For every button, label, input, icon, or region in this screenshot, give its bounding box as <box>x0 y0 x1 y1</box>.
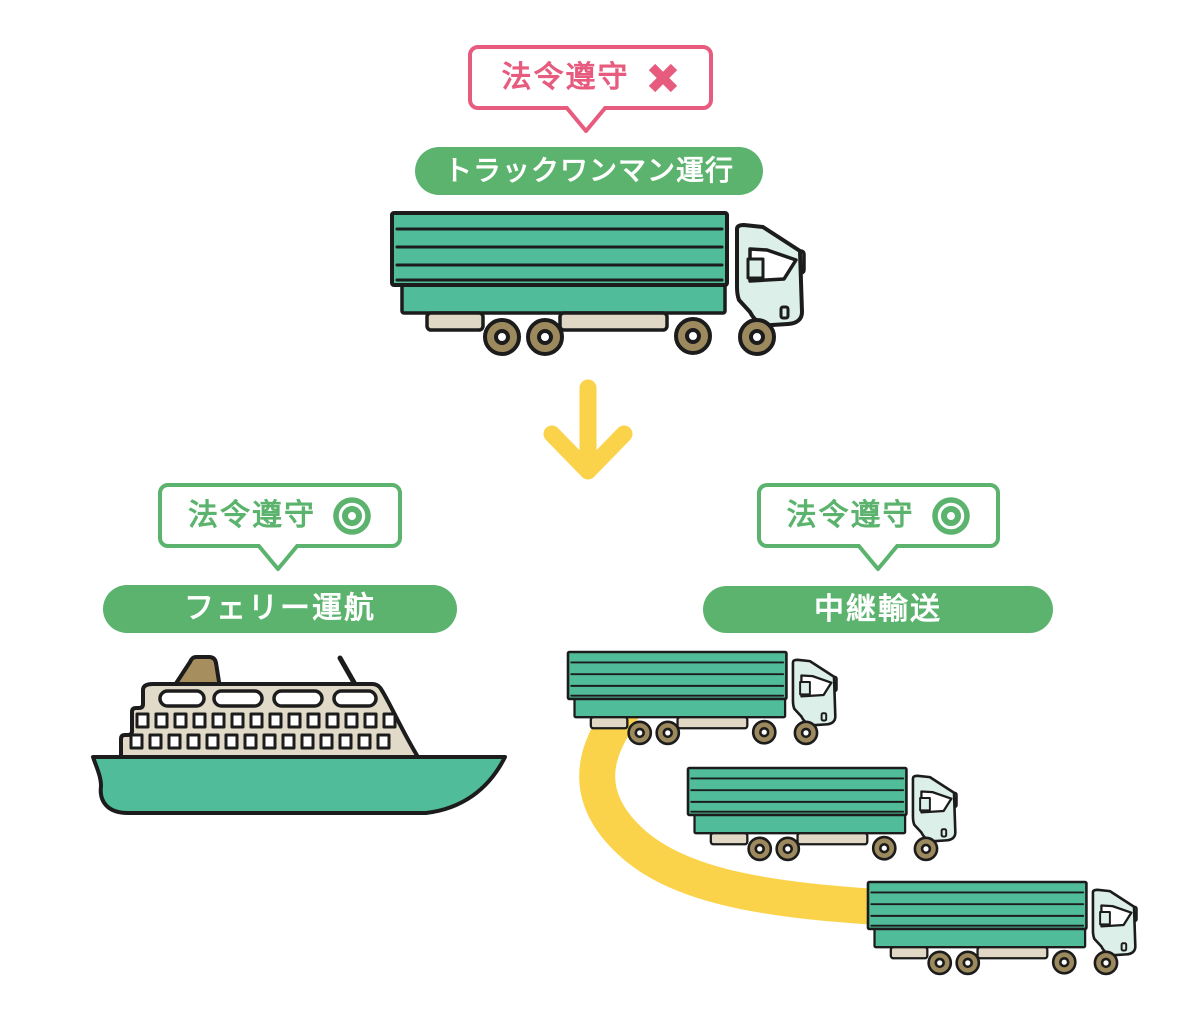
one-man-truck-pill: トラックワンマン運行 <box>415 147 763 195</box>
down-arrow-icon <box>543 379 633 480</box>
double-circle-icon <box>931 496 970 535</box>
relay-truck-3 <box>866 880 1138 976</box>
ferry-label: フェリー運航 <box>184 591 376 626</box>
ferry-hull <box>91 755 507 815</box>
truck-illustration <box>390 211 806 356</box>
bubble-tail <box>564 106 608 133</box>
ferry-pill: フェリー運航 <box>103 585 457 633</box>
ferry-illustration <box>91 655 507 815</box>
compliance-bubble-ferry: 法令遵守 <box>158 483 402 548</box>
compliance-label: 法令遵守 <box>786 497 915 533</box>
one-man-truck-label: トラックワンマン運行 <box>443 154 734 187</box>
ferry-square-windows <box>129 712 397 750</box>
ferry-oval-windows <box>158 689 378 708</box>
compliance-label: 法令遵守 <box>188 497 316 533</box>
relay-route-ribbon <box>579 698 911 926</box>
bubble-tail <box>856 544 900 571</box>
bubble-tail <box>256 544 300 571</box>
ferry-funnel <box>171 655 222 690</box>
double-circle-icon <box>333 496 371 535</box>
relay-transport-label: 中継輸送 <box>814 591 942 627</box>
compliance-bubble-relay: 法令遵守 <box>757 483 1000 548</box>
relay-truck-2 <box>686 766 958 862</box>
x-icon <box>648 63 677 92</box>
relay-transport-pill: 中継輸送 <box>703 586 1053 633</box>
compliance-label: 法令遵守 <box>501 59 630 95</box>
compliance-bubble-top: 法令遵守 <box>468 45 713 110</box>
ferry-mast <box>337 655 359 689</box>
